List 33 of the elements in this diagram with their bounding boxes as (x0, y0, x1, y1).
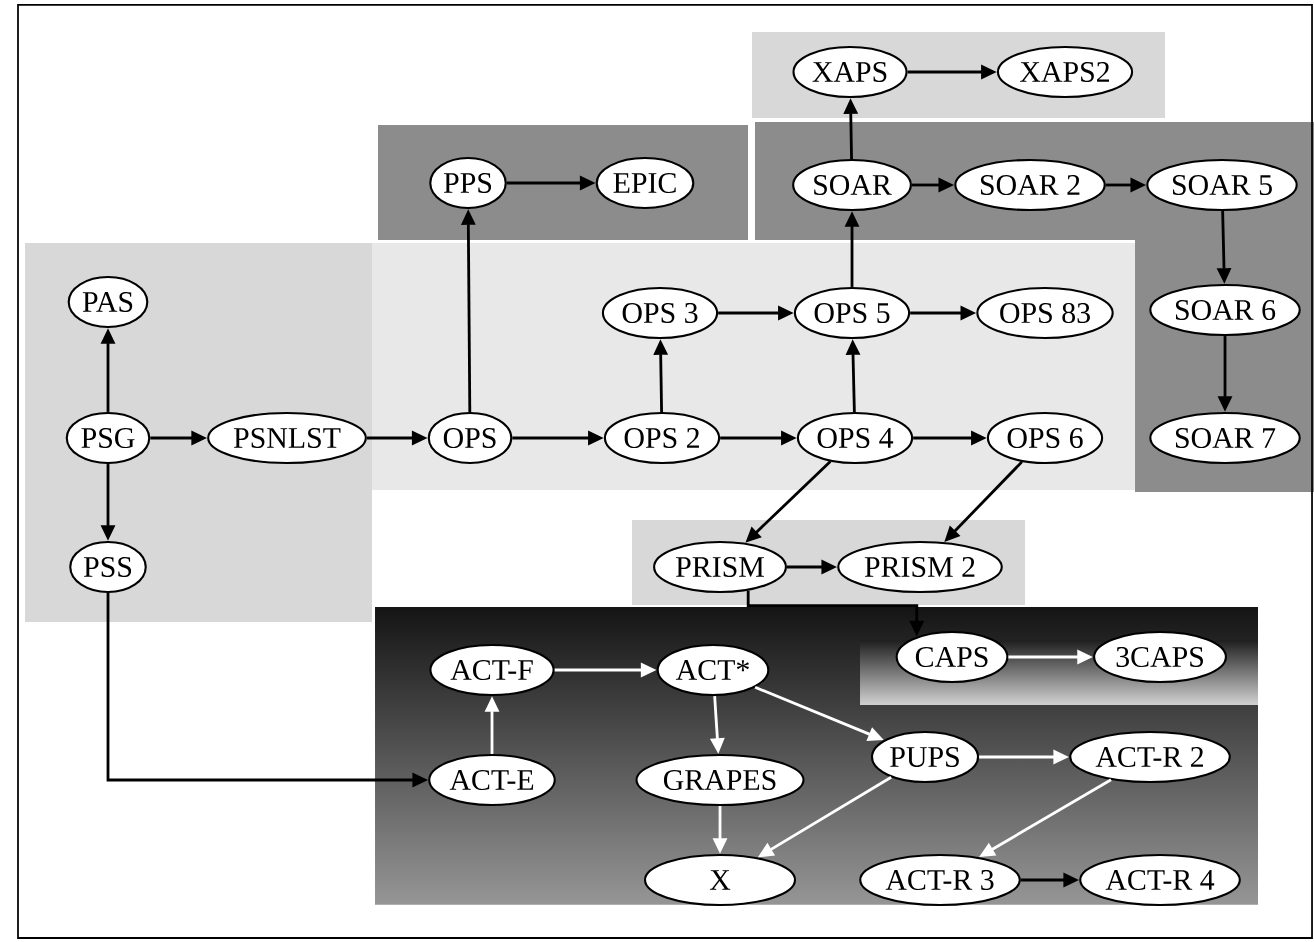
ellipse-node: OPS 4 (796, 411, 914, 465)
ellipse-node: XAPS2 (996, 45, 1134, 99)
ellipse-node: OPS 2 (603, 411, 721, 465)
ellipse-node: GRAPES (635, 753, 805, 807)
ellipse-node: X (643, 853, 797, 907)
ellipse-node: PUPS (870, 730, 980, 784)
ellipse-node: OPS 6 (986, 411, 1104, 465)
ellipse-node: ACT* (656, 643, 770, 697)
ellipse-node: ACT-R 2 (1069, 730, 1231, 784)
ellipse-node: PRISM (653, 540, 787, 594)
ellipse-node: ACT-R 3 (859, 853, 1021, 907)
ellipse-node: XAPS (792, 45, 908, 99)
ellipse-node: ACT-E (428, 753, 556, 807)
ellipse-node: ACT-R 4 (1079, 853, 1241, 907)
ellipse-node: OPS (427, 411, 513, 465)
ellipse-node: SOAR 6 (1149, 283, 1301, 337)
ellipse-node: PPS (429, 156, 507, 210)
ellipse-node: PRISM 2 (837, 540, 1003, 594)
ellipse-node: CAPS (895, 630, 1009, 684)
ellipse-node: OPS 3 (601, 286, 719, 340)
ellipse-node: EPIC (595, 156, 695, 210)
ellipse-node: PSS (69, 540, 147, 594)
ellipse-node: PAS (67, 275, 149, 329)
ellipse-node: SOAR 7 (1149, 411, 1301, 465)
ellipse-node: SOAR 5 (1146, 158, 1298, 212)
ellipse-node: ACT-F (429, 643, 555, 697)
ellipse-node: SOAR (792, 158, 912, 212)
ellipse-node: OPS 5 (793, 286, 911, 340)
ellipse-node: PSNLST (207, 411, 367, 465)
ellipse-node: 3CAPS (1093, 630, 1227, 684)
ellipse-node: SOAR 2 (954, 158, 1106, 212)
ellipse-node: PSG (65, 411, 151, 465)
ellipse-node: OPS 83 (976, 286, 1114, 340)
